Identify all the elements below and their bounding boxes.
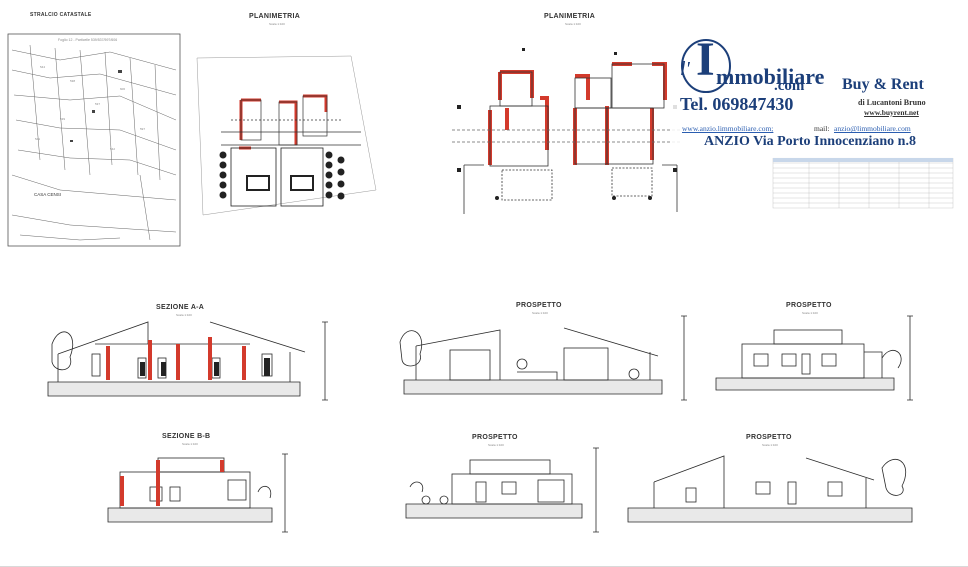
svg-text:597: 597: [140, 127, 145, 131]
stralcio-place-label: CASA CENSI: [34, 192, 62, 197]
panel-planimetria-small: PLANIMETRIA Scala 1:100: [191, 0, 383, 283]
svg-text:542: 542: [110, 147, 115, 151]
prospetto-3-scale: Scala 1:100: [488, 443, 504, 447]
floor-plan-large: [452, 48, 682, 214]
sezione-aa-title: SEZIONE A-A: [156, 304, 205, 311]
sezione-bb-title: SEZIONE B-B: [162, 433, 211, 440]
prospetto-4-scale: Scala 1:100: [762, 443, 778, 447]
cadastral-map: 544 538 537 606 539 597 541 542: [7, 33, 181, 247]
agency-phone: Tel. 069847430: [680, 94, 794, 114]
stralcio-sheet-label: Foglio 12 - Particelle 539/537/597/606: [58, 38, 118, 42]
svg-text:539: 539: [60, 117, 65, 121]
brand-prefix: l': [680, 58, 690, 80]
planimetria-small-scale: Scala 1:100: [269, 22, 285, 26]
brand-name: mmobiliare: [716, 64, 825, 89]
prospetto-3-title: PROSPETTO: [472, 434, 518, 441]
agency-watermark: l' I mmobiliare .com Tel. 069847430 Buy …: [672, 28, 964, 158]
panel-stralcio-catastale: STRALCIO CATASTALE Foglio 12 - Particell…: [0, 0, 192, 283]
brand-domain: .com: [774, 78, 805, 94]
planimetria-small-title: PLANIMETRIA: [249, 13, 301, 20]
data-table-preview: [772, 157, 954, 209]
svg-text:544: 544: [40, 65, 45, 69]
agency-web-link[interactable]: www.anzio.limmobiliare.com;: [682, 124, 774, 133]
brand-initial: I: [696, 33, 715, 86]
prospetto-2-scale: Scala 1:100: [802, 311, 818, 315]
sezione-bb-scale: Scala 1:100: [182, 442, 198, 446]
prospetto-1-title: PROSPETTO: [516, 302, 562, 309]
svg-text:537: 537: [95, 102, 100, 106]
agency-mail-label: mail:: [814, 124, 830, 133]
svg-text:538: 538: [70, 79, 75, 83]
stralcio-title: STRALCIO CATASTALE: [30, 12, 92, 18]
prospetto-2-title: PROSPETTO: [786, 302, 832, 309]
agency-address: ANZIO Via Porto Innocenziano n.8: [704, 134, 916, 149]
svg-text:606: 606: [120, 87, 125, 91]
buy-rent-site: www.buyrent.net: [864, 108, 919, 117]
prospetto-4-title: PROSPETTO: [746, 434, 792, 441]
planimetria-large-title: PLANIMETRIA: [544, 13, 596, 20]
floor-plan-small: [196, 55, 377, 216]
agency-logo-icon: [681, 39, 731, 93]
prospetto-1-scale: Scala 1:100: [532, 311, 548, 315]
planimetria-large-scale: Scala 1:100: [565, 22, 581, 26]
agency-mail-link[interactable]: anzio@limmobiliare.com: [834, 124, 911, 133]
sezione-aa-scale: Scala 1:100: [176, 313, 192, 317]
svg-text:541: 541: [35, 137, 40, 141]
panel-sezioni: SEZIONE A-A Scala 1:100 SEZIONE B-B Scal…: [0, 282, 383, 567]
elevation-drawings: [399, 315, 913, 533]
panel-prospetti: PROSPETTO Scala 1:100 PROSPETTO Scala 1:…: [382, 282, 968, 567]
buy-rent-title: Buy & Rent: [842, 76, 924, 93]
section-drawings: [47, 321, 328, 533]
buy-rent-owner: di Lucantoni Bruno: [858, 98, 926, 107]
